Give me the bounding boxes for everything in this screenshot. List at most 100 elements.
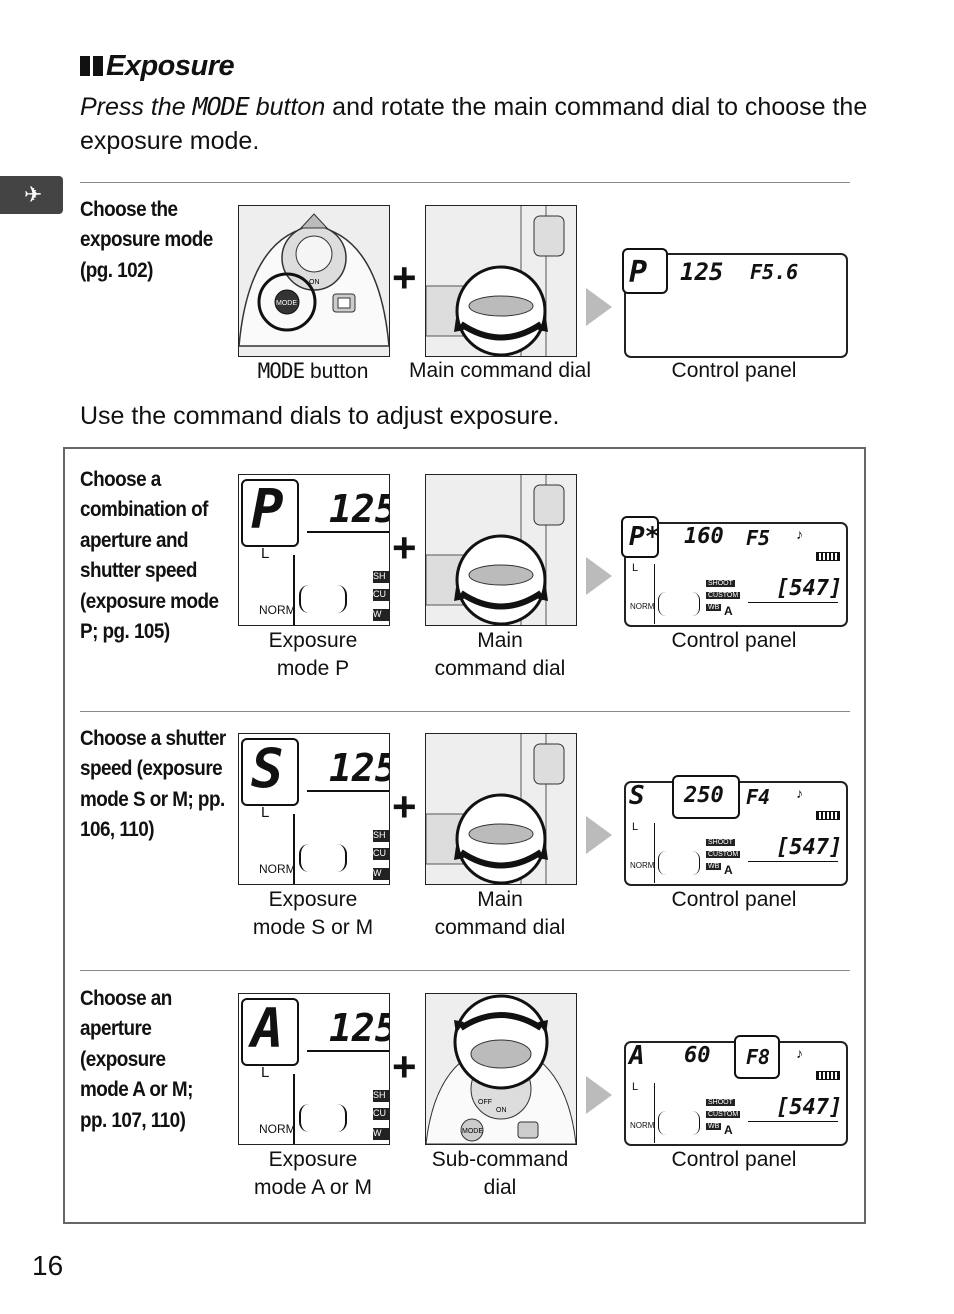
divider xyxy=(80,711,850,712)
intro-paragraph: Press the MODE button and rotate the mai… xyxy=(80,90,870,158)
intro-part2: button xyxy=(248,93,326,121)
caption-line: Main xyxy=(477,629,523,652)
caption-line: mode P xyxy=(276,657,350,680)
caption-line: Main xyxy=(477,888,523,911)
label-line: speed (exposure xyxy=(80,757,223,781)
exposure-mode-lcd-image: A 125 L NORM SH CU W xyxy=(238,993,390,1145)
caption-exposure-mode: Exposure mode A or M xyxy=(218,1146,408,1202)
label-line: (pg. 102) xyxy=(80,258,153,282)
lcd-norm: NORM xyxy=(259,862,296,876)
lcd-cu: CU xyxy=(373,848,389,860)
panel-count: [547] xyxy=(776,1095,843,1120)
panel-shoot: SHOOT xyxy=(706,1099,735,1106)
panel-mode: A xyxy=(629,1041,645,1071)
caption-dial: Main command dial xyxy=(405,627,595,683)
plus-sign: + xyxy=(392,254,417,301)
lcd-mode: P xyxy=(251,478,284,541)
label-line: (exposure mode xyxy=(80,589,219,613)
exposure-mode-lcd-image: S 125 L NORM SH CU W xyxy=(238,733,390,885)
lcd-l: L xyxy=(261,1064,270,1081)
label-line: Choose a shutter xyxy=(80,727,226,750)
plus-sign: + xyxy=(392,524,417,571)
mode-button-text: MODE xyxy=(462,1128,483,1135)
panel-norm: NORM xyxy=(630,602,655,611)
panel-aperture: F5.6 xyxy=(750,260,799,284)
panel-custom: CUSTOM xyxy=(706,851,741,858)
lcd-wb: W xyxy=(373,609,389,621)
label-line: mode A or M; xyxy=(80,1078,193,1102)
main-command-dial-image xyxy=(425,733,577,885)
caption-line: mode A or M xyxy=(254,1176,372,1199)
caption-mode-word: MODE xyxy=(257,359,306,383)
caption-line: Exposure xyxy=(268,629,358,652)
lcd-norm: NORM xyxy=(259,1122,296,1136)
caption-line: dial xyxy=(483,1176,517,1199)
panel-custom: CUSTOM xyxy=(706,1111,741,1118)
panel-wb: WB xyxy=(706,863,722,870)
caption-control-panel: Control panel xyxy=(671,888,797,911)
caption-control-panel: Control panel xyxy=(671,629,797,652)
label-line: exposure mode xyxy=(80,228,213,252)
caption-line: command dial xyxy=(434,657,566,680)
panel-a: A xyxy=(724,604,733,618)
panel-l: L xyxy=(632,1081,639,1093)
caption-exposure-mode: Exposure mode P xyxy=(218,627,408,683)
lcd-sh: SH xyxy=(373,830,389,842)
label-line: P; pg. 105) xyxy=(80,620,170,644)
caption-line: Exposure xyxy=(268,1148,358,1171)
caption-main-dial: Main command dial xyxy=(408,359,592,382)
caption-control-panel: Control panel xyxy=(671,359,797,382)
label-line: Choose the xyxy=(80,198,178,221)
lcd-cu: CU xyxy=(373,589,389,601)
plus-sign: + xyxy=(392,1043,417,1090)
caption-line: Sub-command xyxy=(431,1148,569,1171)
caption-mode-button: MODE button xyxy=(238,357,388,386)
battery-icon xyxy=(816,1071,840,1080)
section1-label: Choose the exposure mode (pg. 102) xyxy=(80,195,213,286)
main-command-dial-image xyxy=(425,474,577,626)
label-line: 106, 110) xyxy=(80,818,155,842)
battery-icon xyxy=(816,552,840,561)
panel-shoot: SHOOT xyxy=(706,839,735,846)
panel-count: [547] xyxy=(776,576,843,601)
lcd-shutter: 125 xyxy=(329,487,389,531)
panel-wb: WB xyxy=(706,1123,722,1130)
panel-l: L xyxy=(632,562,639,574)
intro-mode-word: MODE xyxy=(192,92,250,121)
page-number: 16 xyxy=(32,1250,64,1281)
arrow-icon xyxy=(586,1076,612,1114)
panel-norm: NORM xyxy=(630,1121,655,1130)
dial-on-text: ON xyxy=(309,279,320,286)
lcd-norm: NORM xyxy=(259,603,296,617)
panel-count: [547] xyxy=(776,835,843,860)
label-line: Choose a xyxy=(80,468,161,491)
label-line: combination of xyxy=(80,498,208,522)
panel-a: A xyxy=(724,1123,733,1137)
lcd-wb: W xyxy=(373,1128,389,1140)
caption-dial: Sub-command dial xyxy=(405,1146,595,1202)
caption-line: Exposure xyxy=(268,888,358,911)
label-line: shutter speed xyxy=(80,559,197,583)
label-line: (exposure xyxy=(80,1047,166,1071)
panel-mode: P* xyxy=(629,522,661,552)
arrow-icon xyxy=(586,288,612,326)
lcd-wb: W xyxy=(373,868,389,880)
panel-shutter: 250 xyxy=(684,783,724,808)
panel-shoot: SHOOT xyxy=(706,580,735,587)
panel-mode: P xyxy=(629,255,648,290)
lcd-mode: S xyxy=(251,737,284,800)
panel-shutter: 160 xyxy=(684,524,724,549)
mode-button-text: MODE xyxy=(276,300,297,307)
divider xyxy=(80,970,850,971)
dial-off-text: OFF xyxy=(478,1099,492,1106)
lcd-sh: SH xyxy=(373,571,389,583)
label-line: aperture xyxy=(80,1017,152,1041)
steps-box xyxy=(63,447,866,1224)
label-line: Choose an xyxy=(80,987,172,1010)
caption-line: mode S or M xyxy=(252,916,374,939)
control-panel-image: A 60 F8 ♪ L NORM SHOOT CUSTOM WB A [547] xyxy=(624,1035,848,1146)
note-icon: ♪ xyxy=(796,526,803,542)
